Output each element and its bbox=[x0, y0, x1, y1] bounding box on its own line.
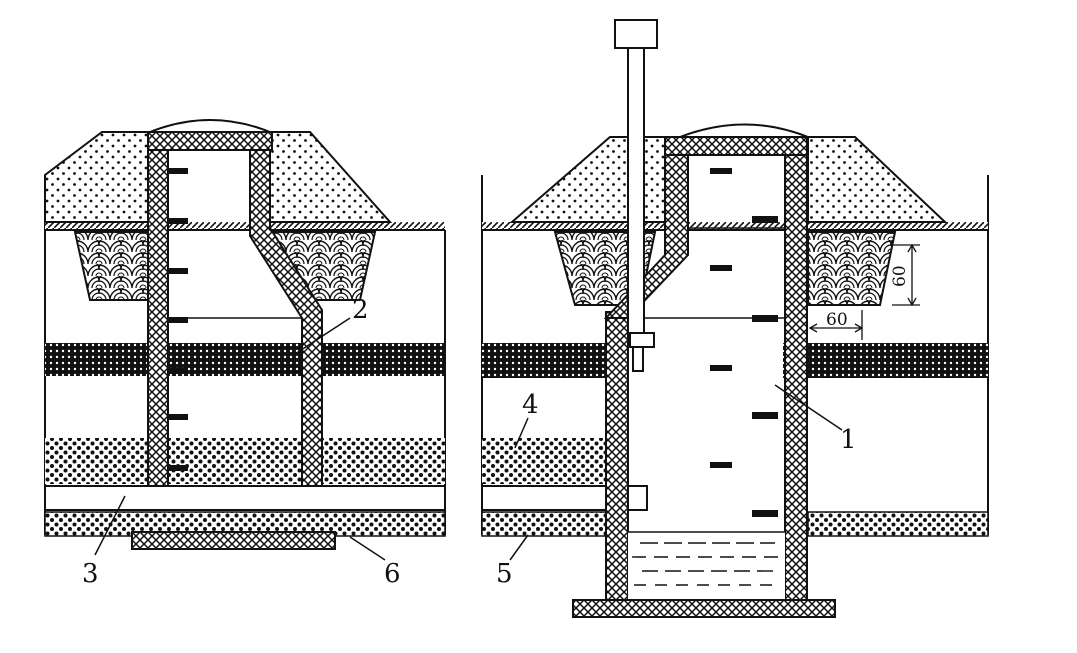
ground-surface bbox=[482, 222, 988, 230]
rung bbox=[168, 465, 188, 471]
rod-end bbox=[629, 332, 655, 348]
top-slab bbox=[664, 136, 808, 156]
dim-horizontal: 60 bbox=[826, 310, 848, 330]
arrow-head bbox=[907, 243, 917, 253]
rung bbox=[710, 265, 732, 271]
rung bbox=[710, 462, 732, 468]
bottom-slab bbox=[572, 599, 836, 618]
rod-tip bbox=[632, 346, 644, 372]
rung bbox=[710, 168, 732, 174]
rod-handle bbox=[614, 19, 658, 49]
label-1: 1 bbox=[840, 425, 857, 455]
dim-vertical: 60 bbox=[890, 265, 910, 287]
rod-shaft bbox=[627, 47, 645, 334]
ladder-rungs bbox=[710, 168, 778, 517]
label-6: 6 bbox=[384, 559, 401, 589]
sand-layer bbox=[482, 438, 607, 484]
inlet-pipe bbox=[44, 485, 446, 511]
leader-4 bbox=[514, 417, 529, 449]
label-4: 4 bbox=[522, 390, 539, 420]
rung bbox=[168, 268, 188, 274]
arrow-head bbox=[808, 323, 818, 333]
base-layer-left bbox=[481, 511, 608, 537]
leader-2 bbox=[291, 317, 351, 357]
label-2: 2 bbox=[352, 295, 369, 325]
rung bbox=[168, 368, 188, 374]
water-lines bbox=[632, 542, 780, 586]
leader-3 bbox=[94, 495, 126, 556]
rung bbox=[168, 168, 188, 174]
arrow-head bbox=[907, 297, 917, 307]
label-3: 3 bbox=[82, 559, 99, 589]
right-wall-drop bbox=[249, 149, 323, 487]
sump bbox=[628, 532, 785, 600]
right-wall bbox=[784, 136, 808, 601]
left-manhole: 2 3 6 bbox=[44, 119, 446, 589]
rung bbox=[752, 510, 778, 517]
rung bbox=[752, 412, 778, 419]
top-slab bbox=[147, 131, 273, 151]
soil-mound-left bbox=[44, 131, 151, 223]
ground-surface bbox=[45, 222, 445, 230]
leader-5 bbox=[509, 534, 529, 561]
soil-mound-right bbox=[269, 131, 393, 223]
leader-6 bbox=[349, 536, 386, 561]
rung bbox=[752, 315, 778, 322]
soil-mound-right bbox=[807, 136, 948, 223]
rung bbox=[168, 218, 188, 224]
backfill-left bbox=[73, 231, 151, 301]
left-wall bbox=[147, 131, 169, 487]
ladder-rungs bbox=[168, 168, 188, 471]
rung bbox=[710, 365, 732, 371]
rung bbox=[168, 317, 188, 323]
foundation-slab bbox=[131, 531, 336, 550]
cover-arc bbox=[679, 123, 809, 138]
arrow-head bbox=[854, 323, 864, 333]
left-wall bbox=[605, 311, 629, 601]
cover-arc bbox=[149, 119, 271, 133]
right-manhole: 60 60 1 4 5 bbox=[481, 19, 989, 618]
leader-1 bbox=[774, 384, 843, 431]
base-layer-right bbox=[807, 511, 989, 537]
rung bbox=[752, 216, 778, 223]
label-5: 5 bbox=[496, 559, 513, 589]
sand-layer bbox=[45, 438, 445, 484]
backfill-right bbox=[807, 231, 897, 306]
dense-layer bbox=[45, 343, 445, 376]
rung bbox=[168, 414, 188, 420]
